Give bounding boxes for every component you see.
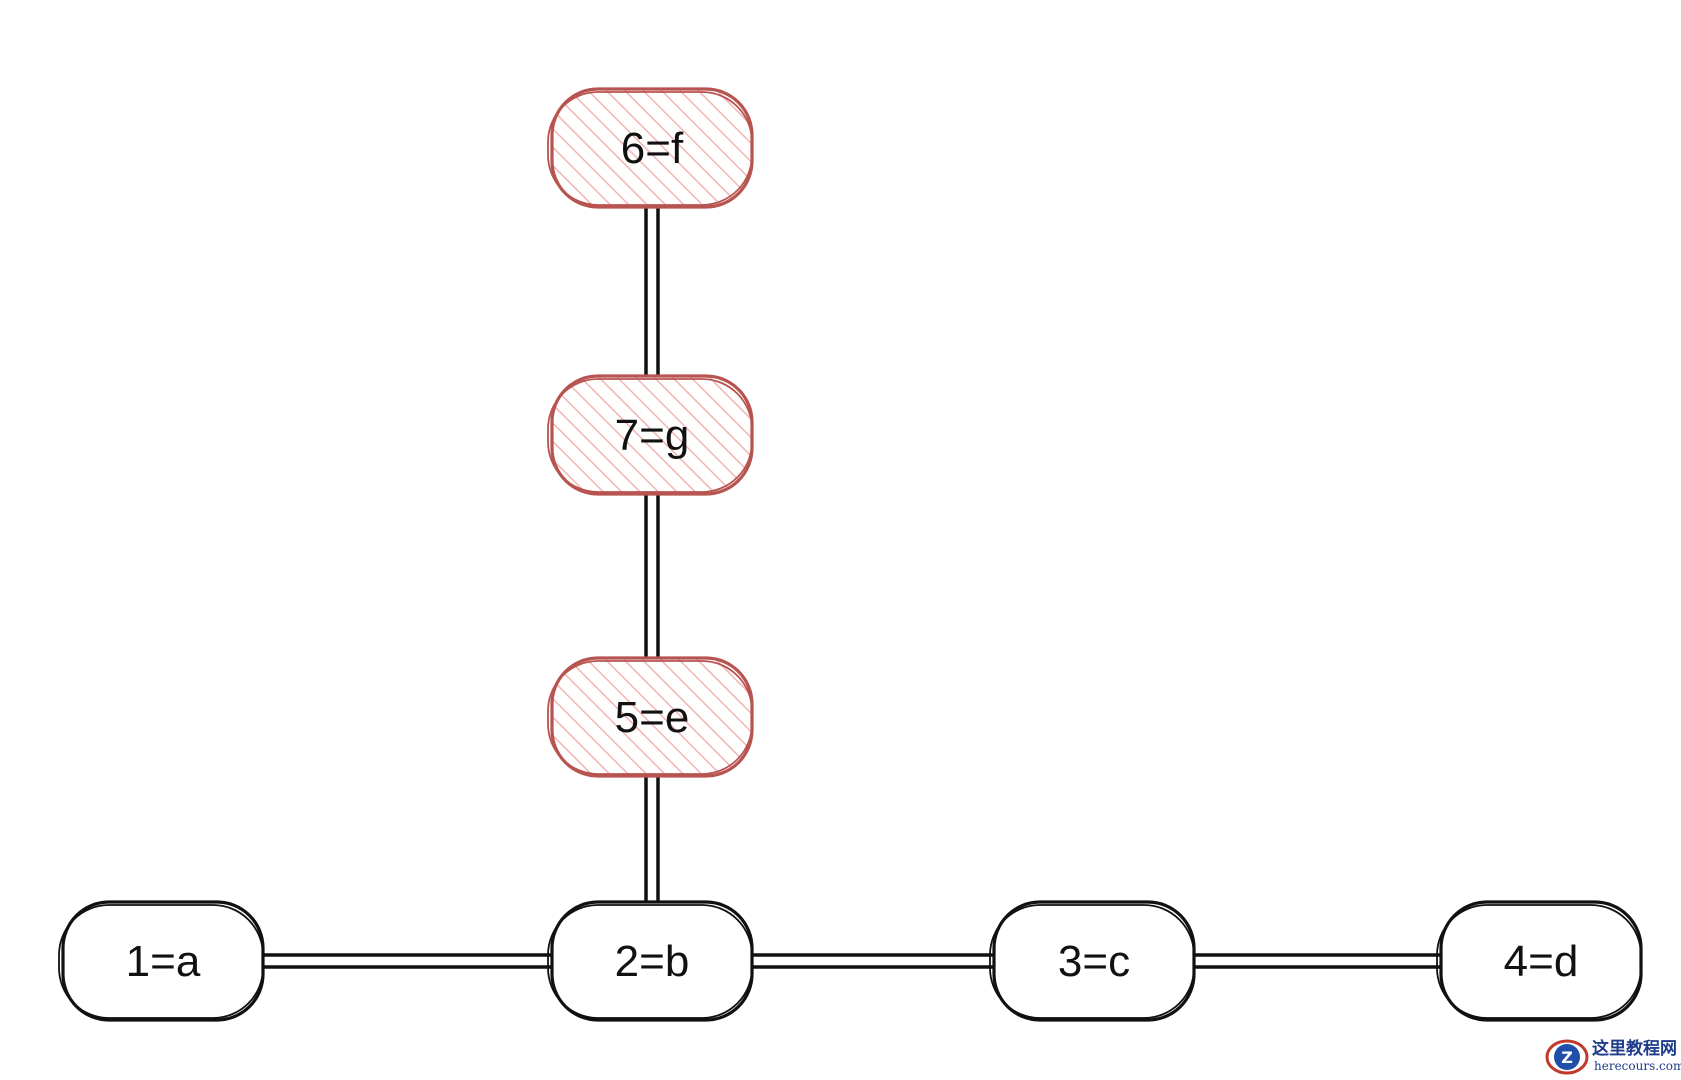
watermark-title: 这里教程网 xyxy=(1592,1038,1677,1059)
node-n7: 7=g xyxy=(547,374,754,496)
node-label: 6=f xyxy=(621,124,684,173)
nodes-layer: 1=a 2=b 3=c 4=d 5=e 7=g 6=f xyxy=(58,87,1643,1022)
node-label: 2=b xyxy=(615,937,690,986)
watermark: Z 这里教程网 herecours.com xyxy=(1545,1038,1681,1075)
node-label: 5=e xyxy=(615,693,690,742)
node-sketch-outline xyxy=(547,378,753,493)
node-sketch-outline xyxy=(547,660,753,775)
node-sketch-outline xyxy=(547,904,753,1019)
edges-layer xyxy=(163,148,1541,969)
node-label: 7=g xyxy=(615,411,690,460)
watermark-logo-letter: Z xyxy=(1561,1048,1573,1067)
node-sketch-outline xyxy=(989,904,1195,1019)
node-n1: 1=a xyxy=(58,900,265,1022)
node-sketch-outline xyxy=(58,904,264,1019)
watermark-subtitle: herecours.com xyxy=(1594,1059,1681,1073)
node-label: 4=d xyxy=(1504,937,1579,986)
node-sketch-outline xyxy=(547,91,753,206)
watermark-logo-icon: Z xyxy=(1545,1039,1589,1075)
node-n4: 4=d xyxy=(1436,900,1643,1022)
node-n5: 5=e xyxy=(547,656,754,778)
node-n3: 3=c xyxy=(989,900,1196,1022)
node-sketch-outline xyxy=(1436,904,1642,1019)
node-n6: 6=f xyxy=(547,87,754,209)
node-label: 1=a xyxy=(126,937,201,986)
node-n2: 2=b xyxy=(547,900,754,1022)
node-label: 3=c xyxy=(1058,937,1130,986)
